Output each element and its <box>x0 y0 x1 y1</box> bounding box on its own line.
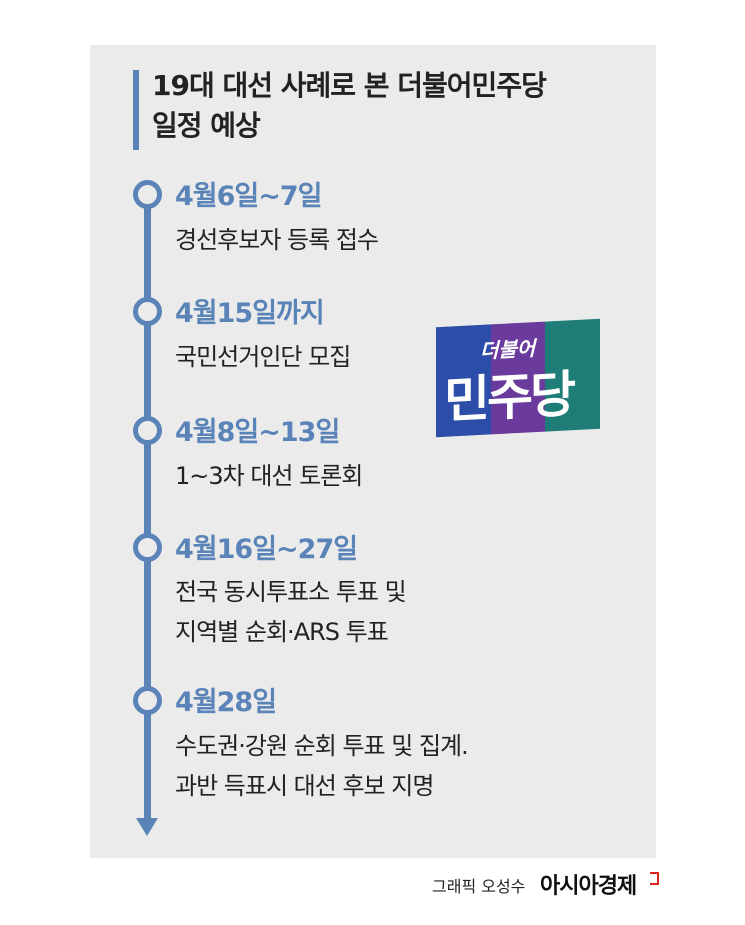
timeline-arrow-icon <box>136 818 158 836</box>
graphic-credit: 그래픽 오성수 <box>432 877 526 896</box>
timeline-dot <box>133 533 162 562</box>
event-date: 4월28일 <box>175 687 277 718</box>
event-date: 4월6일~7일 <box>175 181 323 212</box>
timeline-dot <box>133 297 162 326</box>
desc-line: 과반 득표시 대선 후보 지명 <box>175 772 434 800</box>
title-line: 19대 대선 사례로 본 더불어민주당 <box>152 69 547 102</box>
timeline-dot <box>133 686 162 715</box>
event-desc: 경선후보자 등록 접수 <box>175 226 379 254</box>
brand-logo: 아시아경제 <box>540 874 637 899</box>
party-logo: 더불어 민주당 <box>436 318 601 438</box>
infographic-panel <box>90 45 656 858</box>
brand-mark-icon <box>650 872 659 885</box>
logo-large-text: 민주당 <box>444 365 573 430</box>
event-desc: 수도권·강원 순회 투표 및 집계. 과반 득표시 대선 후보 지명 <box>175 726 469 806</box>
timeline-dot <box>133 416 162 445</box>
title-accent-bar <box>133 70 139 150</box>
event-date: 4월15일까지 <box>175 298 325 329</box>
desc-line: 수도권·강원 순회 투표 및 집계. <box>175 732 469 760</box>
title-line: 일정 예상 <box>152 109 261 142</box>
timeline-line <box>144 190 151 822</box>
event-desc: 국민선거인단 모집 <box>175 343 351 371</box>
desc-line: 전국 동시투표소 투표 및 <box>175 578 407 606</box>
desc-line: 지역별 순회·ARS 투표 <box>175 618 389 646</box>
event-date: 4월16일~27일 <box>175 534 358 565</box>
event-date: 4월8일~13일 <box>175 417 340 448</box>
event-desc: 1~3차 대선 토론회 <box>175 462 363 490</box>
timeline-dot <box>133 180 162 209</box>
